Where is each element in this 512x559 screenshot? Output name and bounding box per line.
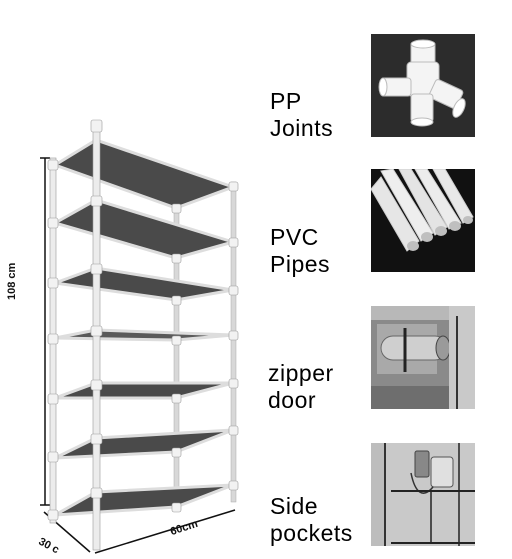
shelf-tier-4 <box>54 328 234 342</box>
shelf-tier-6 <box>54 428 234 460</box>
shelf-tier-2 <box>51 198 239 260</box>
zipper-door-photo <box>371 306 475 409</box>
shelf-tier-5 <box>54 381 234 400</box>
width-dimension-line <box>94 509 236 554</box>
height-dimension-label: 108 cm <box>6 262 18 300</box>
shoe-rack-illustration: 108 cm 60cm 30 c <box>6 119 239 556</box>
shelf-tier-3 <box>54 266 234 302</box>
feature-label-pp-joints: PP Joints <box>270 88 334 141</box>
shelf-tier-1 <box>51 138 238 210</box>
shoe-rack-drawing <box>40 119 239 554</box>
pvc-pipes-photo <box>371 169 475 272</box>
feature-label-pvc-pipes: PVC Pipes <box>270 224 331 277</box>
pp-joint-photo <box>371 34 475 137</box>
shelf-tier-7 <box>54 483 234 517</box>
side-pockets-photo <box>371 443 475 546</box>
feature-label-zipper-door: zipper door <box>268 360 334 413</box>
feature-label-side-pockets: Side pockets <box>270 493 353 546</box>
